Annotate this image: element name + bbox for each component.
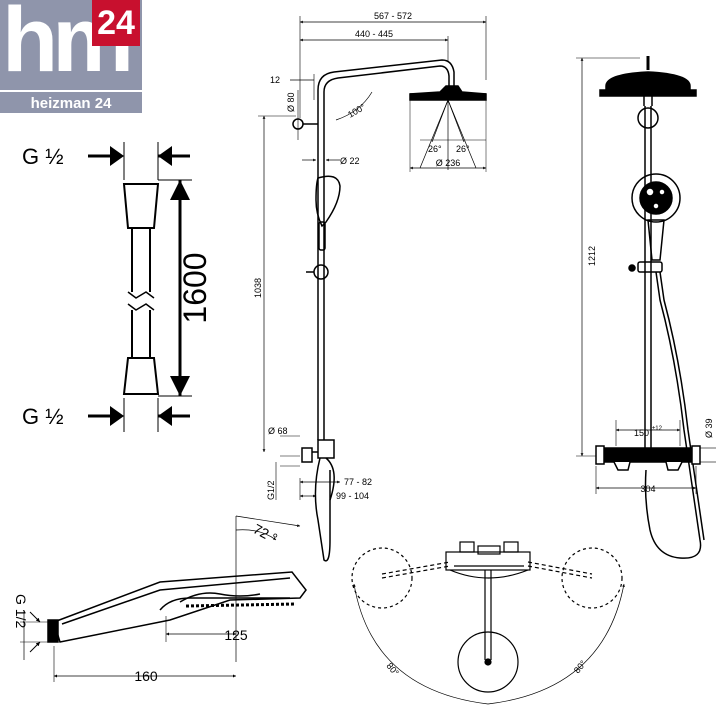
logo-name: heizman 24 <box>0 90 142 113</box>
hand-shower-drawing <box>20 515 307 682</box>
mixer-top-view <box>351 541 625 705</box>
spray-angle-right-label: 26° <box>456 144 470 154</box>
heizman24-logo[interactable]: hm 24 heizman 24 <box>0 0 142 113</box>
logo-24-badge: 24 <box>92 0 140 46</box>
hose-length-label: 1600 <box>177 252 213 323</box>
pipe-dia-top-label: Ø 80 <box>286 92 296 112</box>
centres-label: 150 <box>634 428 649 438</box>
offset-label: 12 <box>270 75 280 85</box>
hose-bottom-thread-label: G ½ <box>22 404 64 429</box>
spray-angle-left-label: 26° <box>428 144 442 154</box>
logo-block: hm 24 <box>0 0 142 90</box>
hose-top-thread-label: G ½ <box>22 144 64 169</box>
side-height-label: 1038 <box>253 278 263 298</box>
top-angle-right-label: 80° <box>572 658 589 675</box>
depth-1-label: 77 - 82 <box>344 477 372 487</box>
mount-dia-label: Ø 68 <box>268 426 288 436</box>
hand-angle-label: 72 ° <box>251 521 281 547</box>
arm-angle-label: 100° <box>346 102 367 120</box>
shower-hose-drawing <box>88 142 192 432</box>
riser-dia-label: Ø 22 <box>340 156 360 166</box>
mixer-width-label: 304 <box>640 484 655 494</box>
hand-head-length-label: 125 <box>224 627 248 643</box>
hand-total-length-label: 160 <box>134 668 158 684</box>
hand-thread-label: G 1/2 <box>13 594 29 628</box>
centres-tolerance-label: ±12 <box>652 426 663 432</box>
head-dia-label: Ø 236 <box>436 158 461 168</box>
shower-side-view <box>258 16 487 562</box>
depth-2-label: 99 - 104 <box>336 491 369 501</box>
width-arm-label: 440 - 445 <box>355 29 393 39</box>
width-total-label: 567 - 572 <box>374 11 412 21</box>
front-height-label: 1212 <box>587 246 597 266</box>
mixer-dia-label: Ø 39 <box>704 418 714 438</box>
top-angle-left-label: 80° <box>384 661 401 678</box>
shower-front-view <box>576 56 716 559</box>
inlet-label: G1/2 <box>266 480 276 500</box>
